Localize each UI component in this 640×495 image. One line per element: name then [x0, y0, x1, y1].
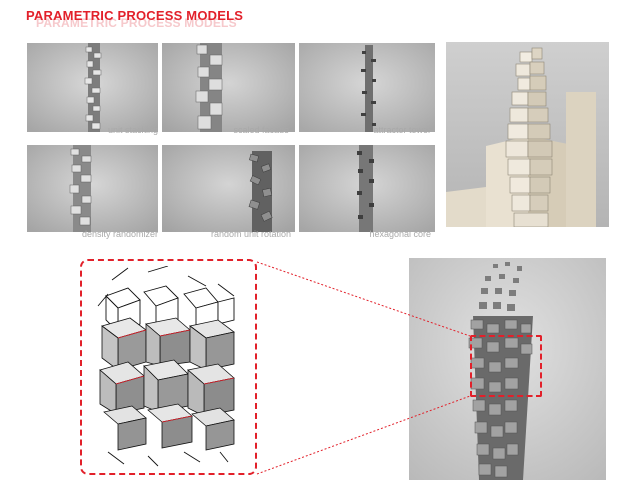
density-randomizer-render [27, 145, 158, 232]
page-title: PARAMETRIC PROCESS MODELS [26, 8, 244, 23]
thumb-hexagonal-core [299, 145, 435, 232]
tower-context-render [446, 42, 609, 227]
attractor-tower-render [299, 43, 435, 132]
hexagonal-core-render [299, 145, 435, 232]
caption-unit-stacking: unit stacking [107, 125, 158, 135]
thumb-attractor-tower [299, 43, 435, 132]
detail-diagram [88, 266, 250, 469]
caption-attractor-tower: attractor tower [373, 125, 431, 135]
scaled-facade-render [162, 43, 295, 132]
tower-highlight-frame [470, 335, 542, 397]
caption-scaled-facade: scaled facade [233, 125, 289, 135]
unit-stacking-render [27, 43, 158, 132]
cube-cluster-drawing [97, 266, 235, 467]
caption-random-unit-rotation: random unit rotation [210, 229, 291, 239]
thumb-unit-stacking [27, 43, 158, 132]
thumb-random-unit-rotation [162, 145, 295, 232]
tower-context-image [446, 42, 609, 227]
thumb-density-randomizer [27, 145, 158, 232]
random-unit-rotation-render [162, 145, 295, 232]
title-ghost: PARAMETRIC PROCESS MODELS [36, 16, 237, 30]
caption-hexagonal-core: hexagonal core [369, 229, 431, 239]
detail-diagram-frame [80, 259, 257, 475]
thumb-scaled-facade [162, 43, 295, 132]
caption-density-randomizer: density randomizer [81, 229, 158, 239]
